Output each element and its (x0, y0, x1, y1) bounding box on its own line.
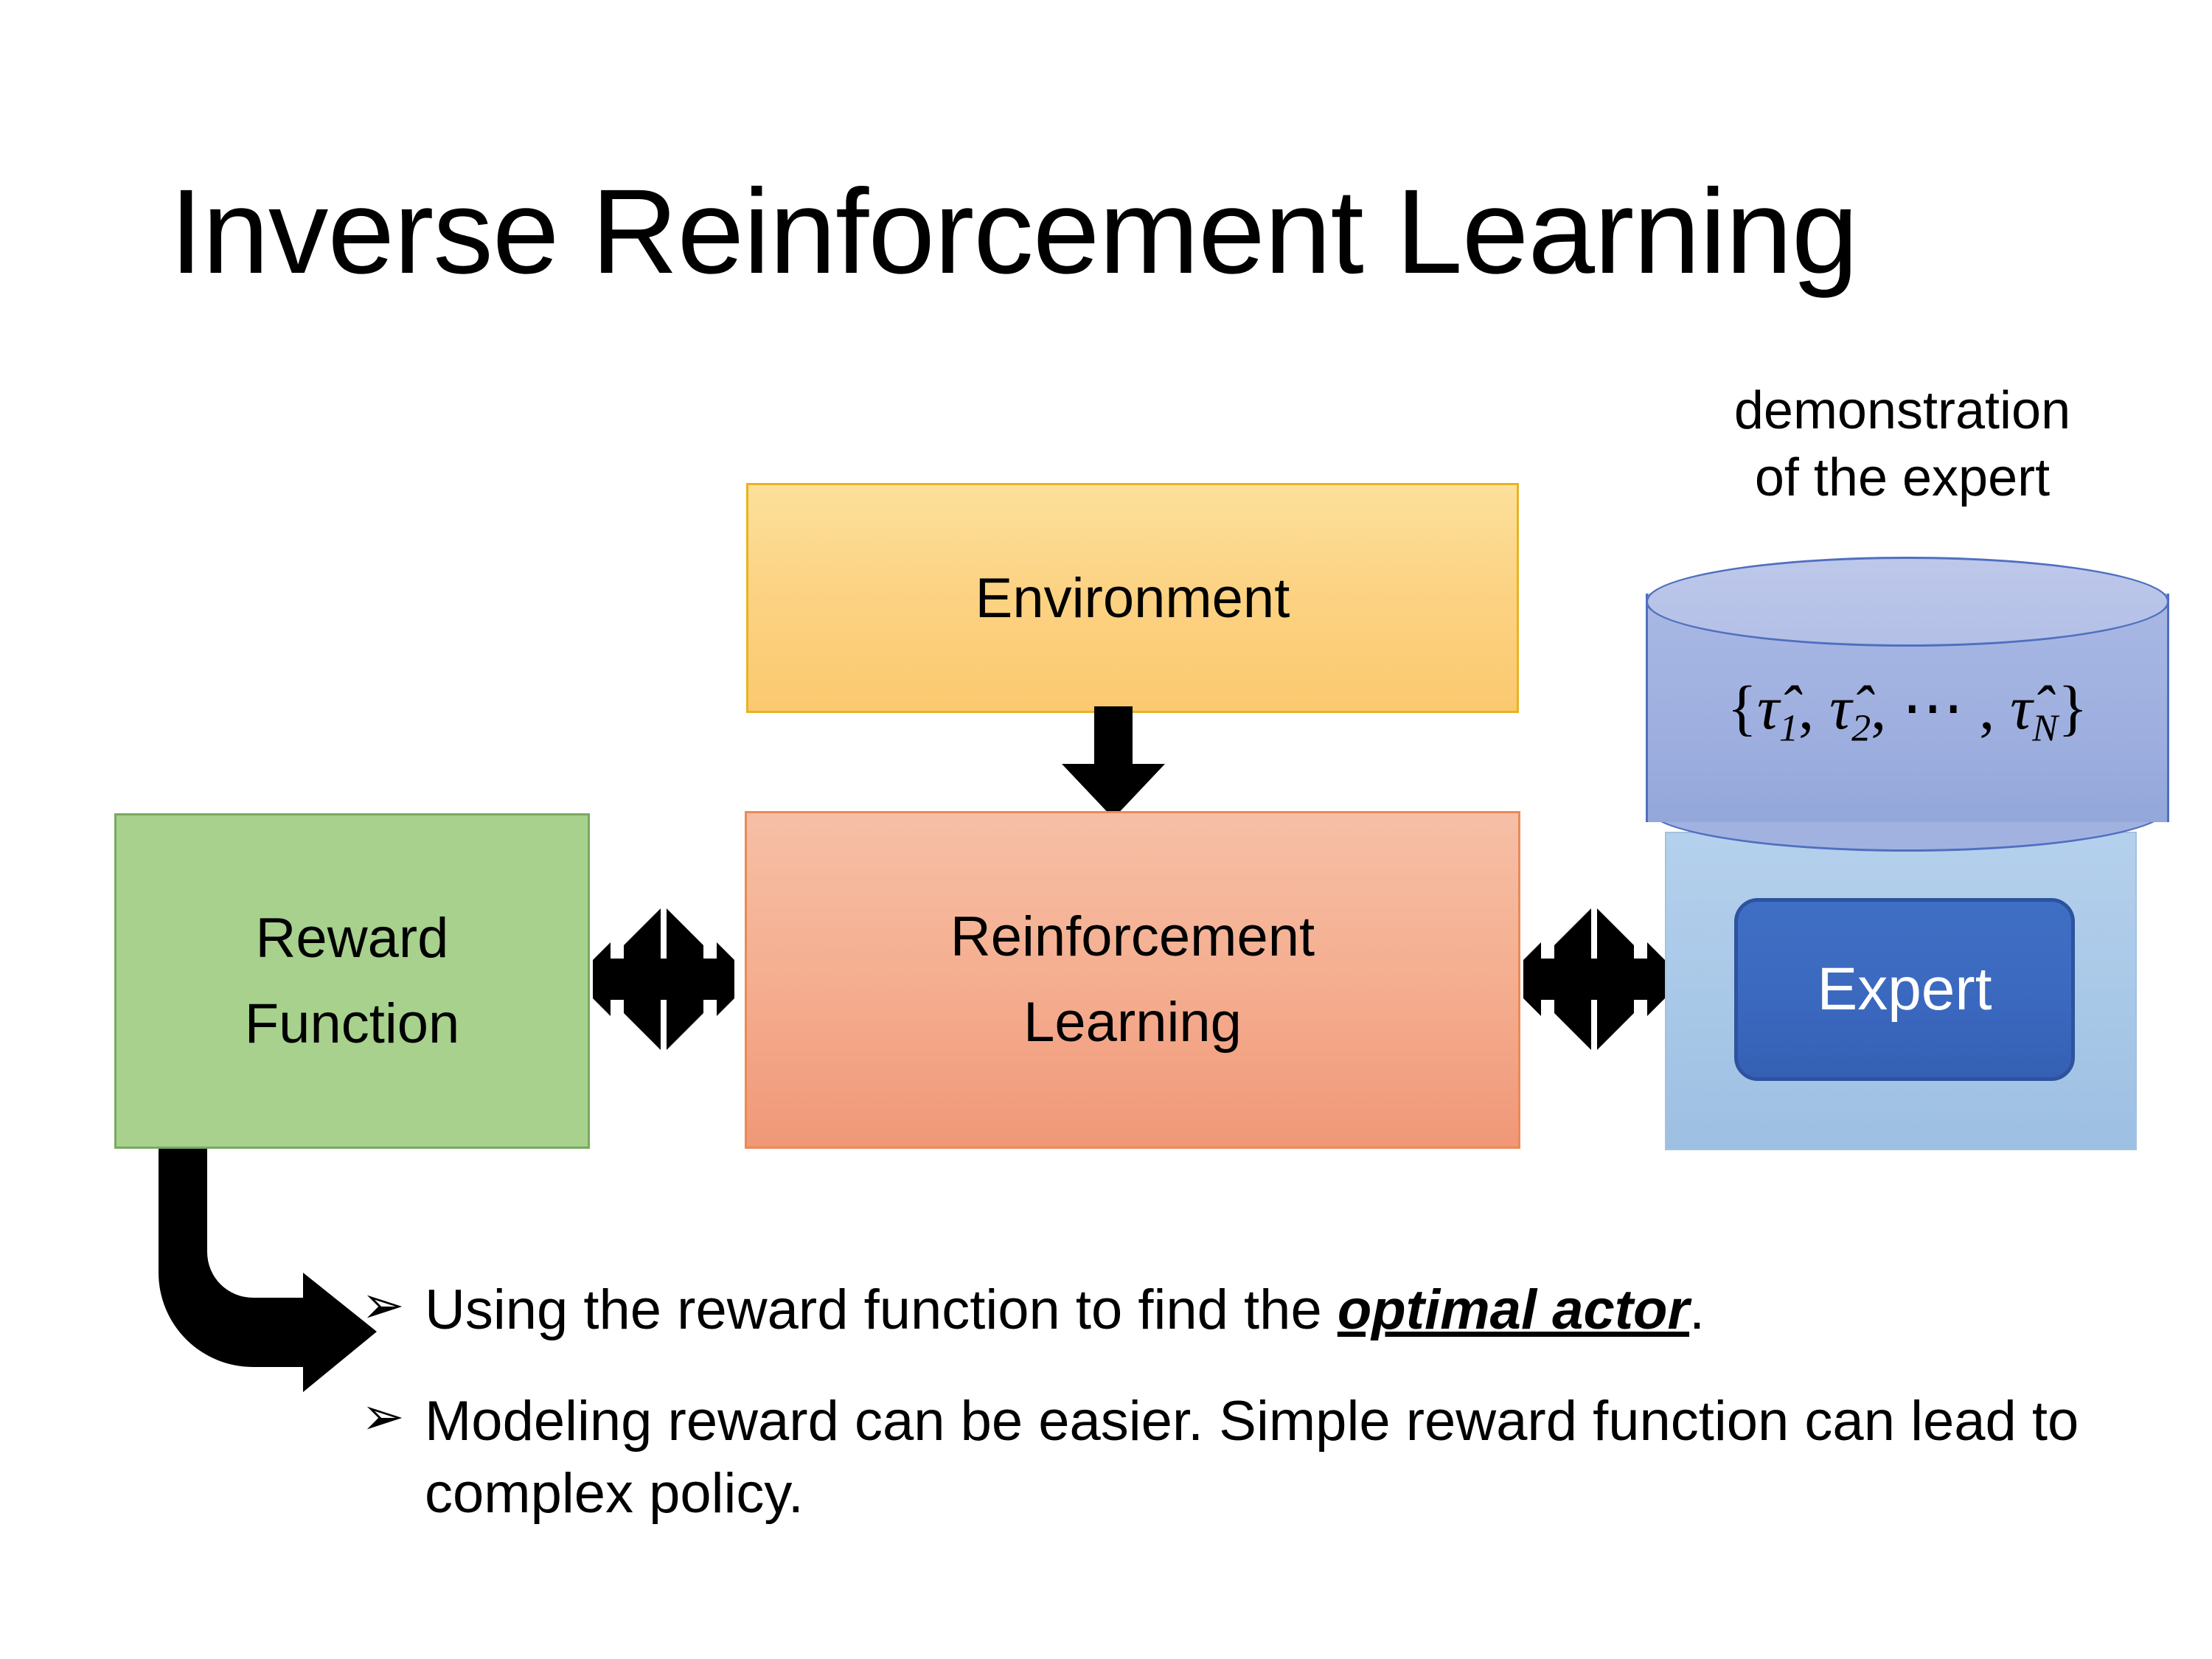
rl-label-line1: Reinforcement (950, 905, 1315, 969)
demonstration-caption-line2: of the expert (1754, 448, 2051, 507)
rl-label-line2: Learning (1023, 991, 1242, 1054)
list-item: ➢ Using the reward function to find the … (361, 1274, 2131, 1346)
reward-function-box[interactable]: Reward Function (114, 813, 590, 1149)
elbow-arrow-icon (159, 1149, 377, 1392)
bullet-1-before: Using the reward function to find the (425, 1279, 1338, 1341)
demonstration-caption: demonstration of the expert (1663, 378, 2142, 511)
reinforcement-learning-box[interactable]: Reinforcement Learning (745, 811, 1520, 1149)
reward-label-line1: Reward (255, 906, 449, 970)
reward-label-line2: Function (244, 992, 460, 1055)
expert-badge[interactable]: Expert (1734, 898, 2075, 1081)
bullet-arrow-icon: ➢ (361, 1275, 405, 1335)
bullet-text-1: Using the reward function to find the op… (425, 1274, 1705, 1346)
environment-label: Environment (975, 566, 1290, 630)
formula-tau-3: τ̂ (2010, 674, 2033, 742)
formula-tau-2: τ̂ (1829, 674, 1852, 742)
formula-tau-1: τ̂ (1756, 674, 1780, 742)
trajectory-set-formula: {τ̂1, τ̂2, ⋯ , τ̂N} (1646, 671, 2169, 751)
environment-box[interactable]: Environment (746, 483, 1519, 713)
cylinder-top-ellipse (1646, 557, 2169, 647)
bullet-1-after: . (1689, 1279, 1705, 1341)
down-arrow-icon (1062, 706, 1165, 818)
formula-close-brace: } (2058, 674, 2088, 742)
bullet-list: ➢ Using the reward function to find the … (361, 1274, 2131, 1569)
page-title: Inverse Reinforcement Learning (170, 164, 1858, 299)
quad-arrow-icon-right (1523, 908, 1665, 1050)
formula-sep-2: , ⋯ , (1871, 674, 2011, 742)
formula-sub-1: 1 (1779, 707, 1799, 750)
formula-sep-1: , (1798, 674, 1830, 742)
formula-open-brace: { (1727, 674, 1757, 742)
quad-arrow-icon-left (593, 908, 734, 1050)
demonstration-cylinder: {τ̂1, τ̂2, ⋯ , τ̂N} (1646, 557, 2169, 855)
demonstration-caption-line1: demonstration (1733, 381, 2071, 440)
bullet-arrow-icon: ➢ (361, 1386, 405, 1447)
list-item: ➢ Modeling reward can be easier. Simple … (361, 1385, 2131, 1529)
bullet-1-emphasis: optimal actor (1337, 1279, 1690, 1341)
bullet-2-before: Modeling reward can be easier. Simple re… (425, 1390, 2079, 1525)
formula-sub-3: N (2032, 707, 2059, 750)
formula-sub-2: 2 (1851, 707, 1871, 750)
expert-label: Expert (1817, 956, 1992, 1023)
bullet-text-2: Modeling reward can be easier. Simple re… (425, 1385, 2131, 1529)
